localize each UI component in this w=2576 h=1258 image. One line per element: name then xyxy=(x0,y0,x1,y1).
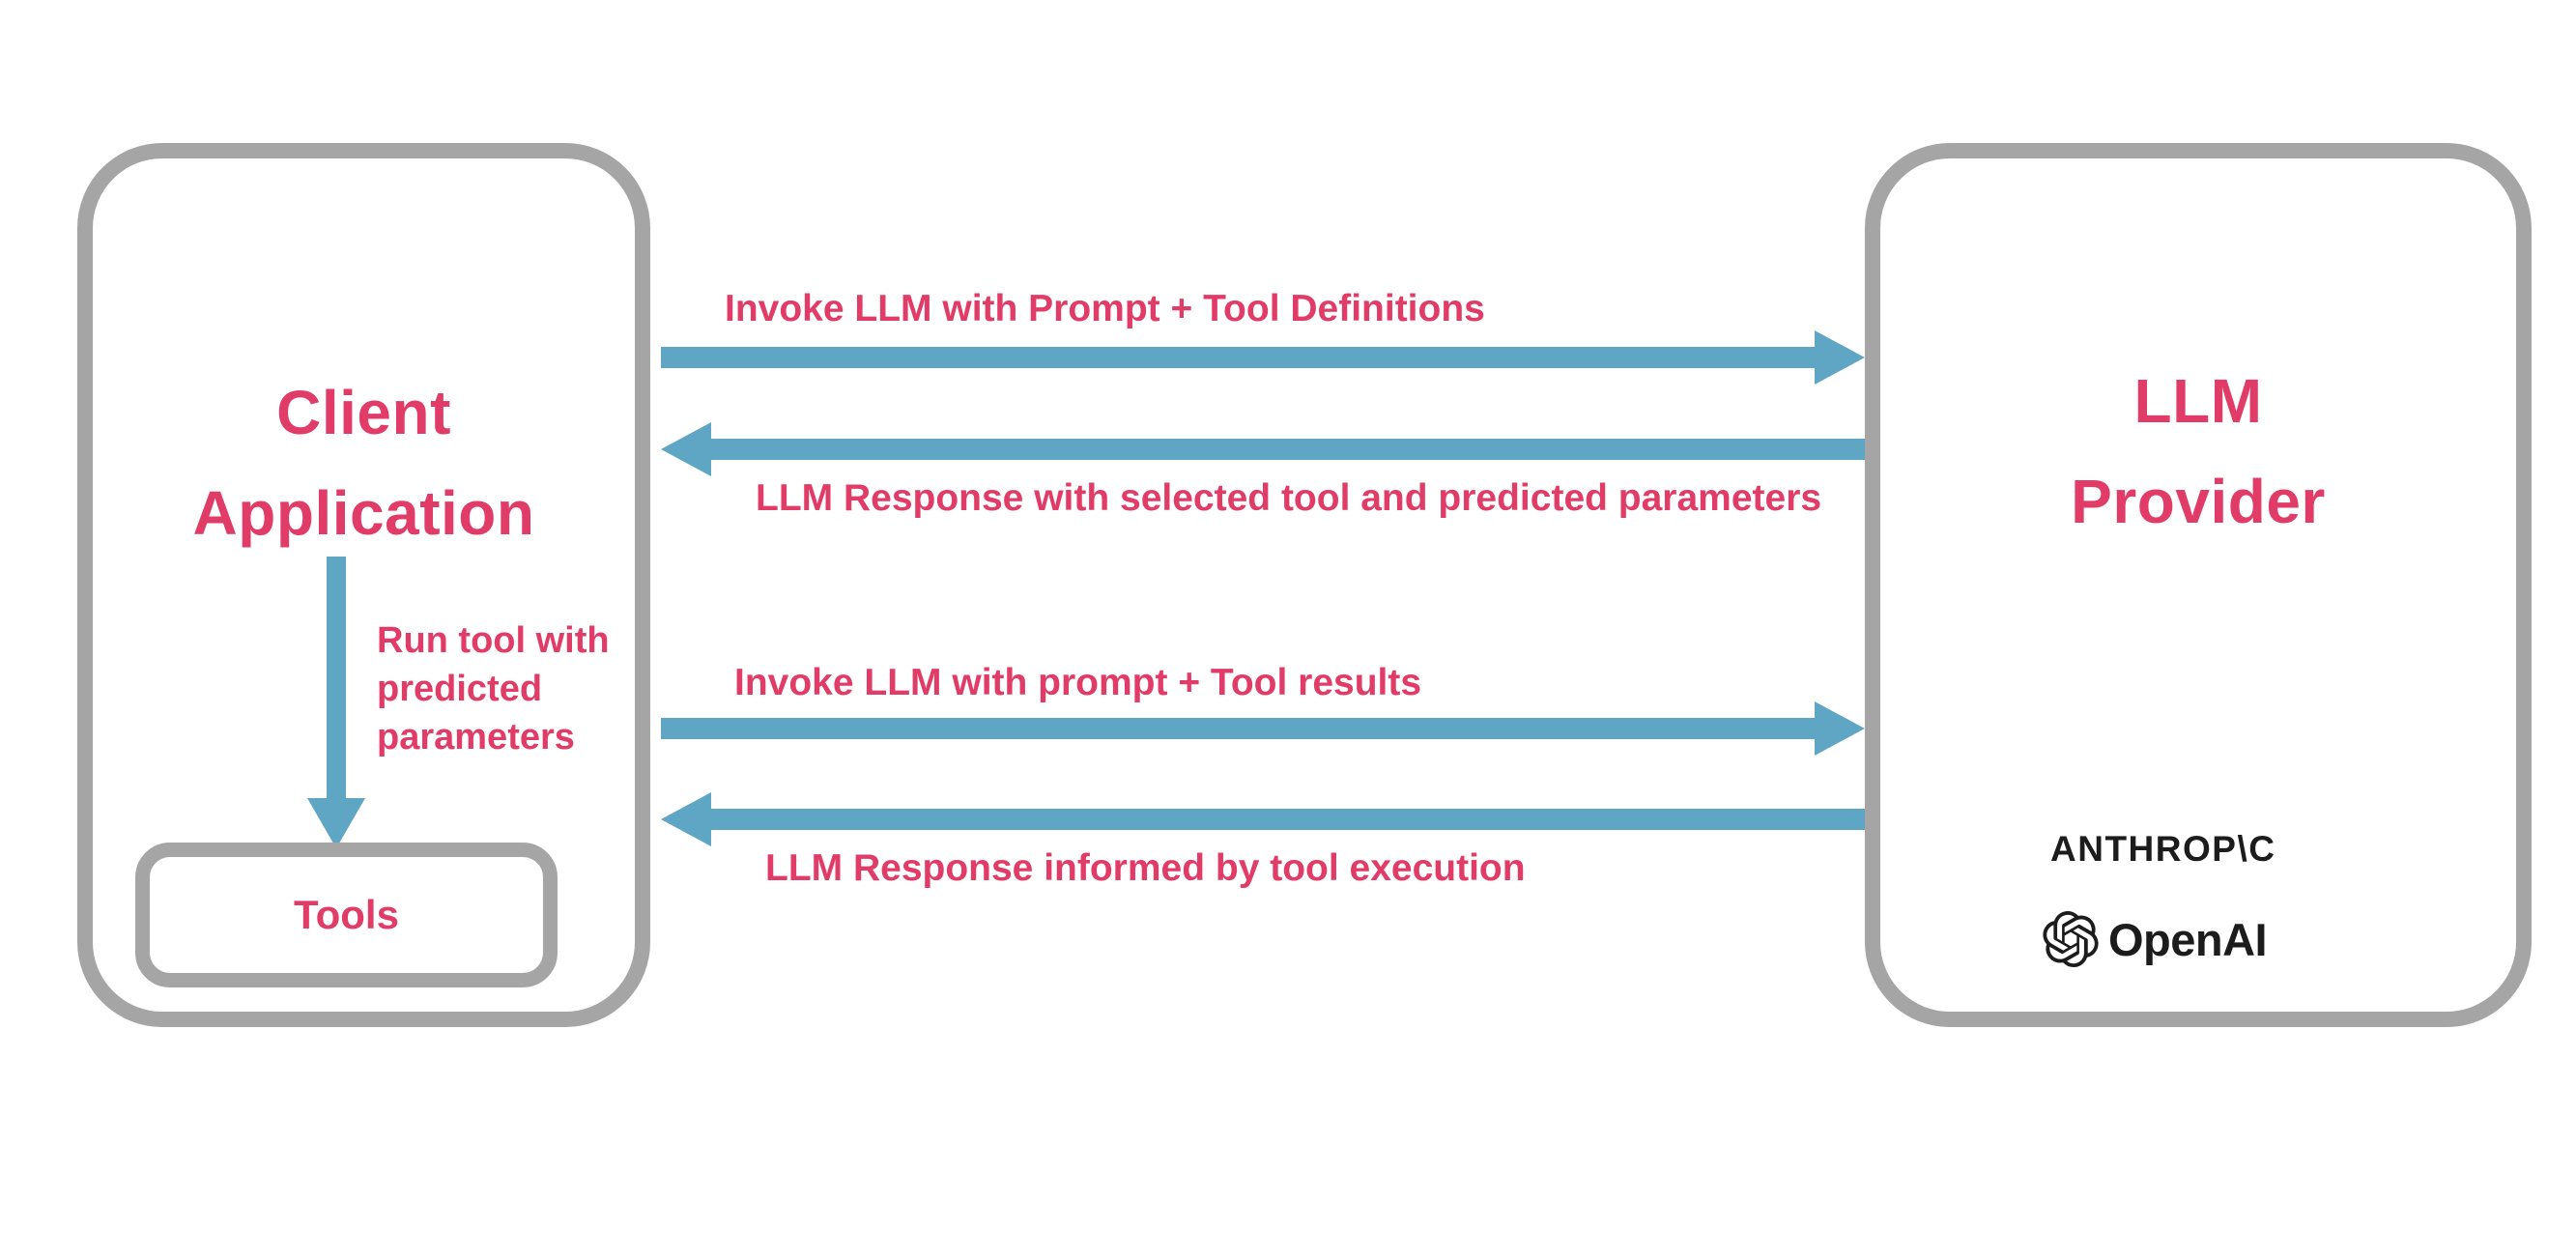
arrow-2-arrowhead-icon xyxy=(661,422,711,476)
arrow-1-shaft xyxy=(661,347,1815,368)
openai-blossom-icon xyxy=(2043,911,2099,967)
openai-wordmark: OpenAI xyxy=(2108,913,2268,965)
client-application-title: Client Application xyxy=(77,362,650,563)
arrow-2-label: LLM Response with selected tool and pred… xyxy=(756,477,1822,519)
llm-provider-title: LLM Provider xyxy=(1865,351,2532,552)
tools-box: Tools xyxy=(135,843,558,987)
run-tool-label: Run tool with predicted parameters xyxy=(377,620,610,758)
arrow-4-label: LLM Response informed by tool execution xyxy=(765,847,1526,889)
arrow-3-shaft xyxy=(661,718,1815,739)
arrow-3-arrowhead-icon xyxy=(1815,701,1865,756)
arrow-1-request xyxy=(661,330,1865,385)
arrow-2-shaft xyxy=(711,439,1865,460)
arrow-3-label: Invoke LLM with prompt + Tool results xyxy=(734,662,1422,703)
provider-title-line2: Provider xyxy=(2071,467,2326,536)
arrow-1-arrowhead-icon xyxy=(1815,330,1865,385)
arrow-4-arrowhead-icon xyxy=(661,792,711,846)
arrow-2-response xyxy=(661,422,1865,476)
arrow-3-request xyxy=(661,701,1865,756)
run-tool-arrow-shaft xyxy=(327,557,346,800)
anthropic-logo: ANTHROP\C xyxy=(2050,829,2276,869)
llm-provider-box xyxy=(1865,143,2532,1027)
tools-label: Tools xyxy=(294,892,399,937)
client-application-box xyxy=(77,143,650,1027)
provider-title-line1: LLM xyxy=(2133,366,2263,436)
client-title-line2: Application xyxy=(192,478,535,548)
arrow-4-shaft xyxy=(711,809,1865,830)
arrow-4-response xyxy=(661,792,1865,846)
run-tool-arrowhead-icon xyxy=(307,798,365,848)
arrow-1-label: Invoke LLM with Prompt + Tool Definition… xyxy=(725,288,1485,329)
client-title-line1: Client xyxy=(276,378,451,447)
openai-logo: OpenAI xyxy=(2043,911,2268,967)
